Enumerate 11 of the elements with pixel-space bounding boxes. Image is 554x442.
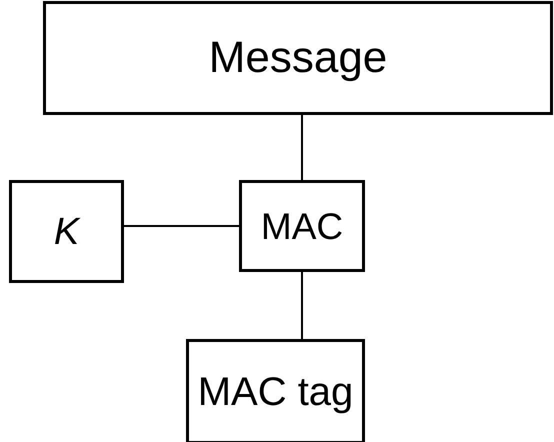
node-label: MAC bbox=[260, 208, 344, 244]
process-box bbox=[186, 339, 365, 442]
process-box bbox=[43, 1, 553, 115]
connector-line bbox=[124, 225, 239, 227]
node-label: Message bbox=[208, 36, 388, 80]
node-label: K bbox=[54, 212, 80, 250]
process-box bbox=[239, 180, 365, 272]
process-box bbox=[9, 180, 124, 283]
node-label: MAC tag bbox=[198, 372, 354, 412]
connector-line bbox=[301, 272, 303, 339]
connector-line bbox=[301, 115, 303, 180]
